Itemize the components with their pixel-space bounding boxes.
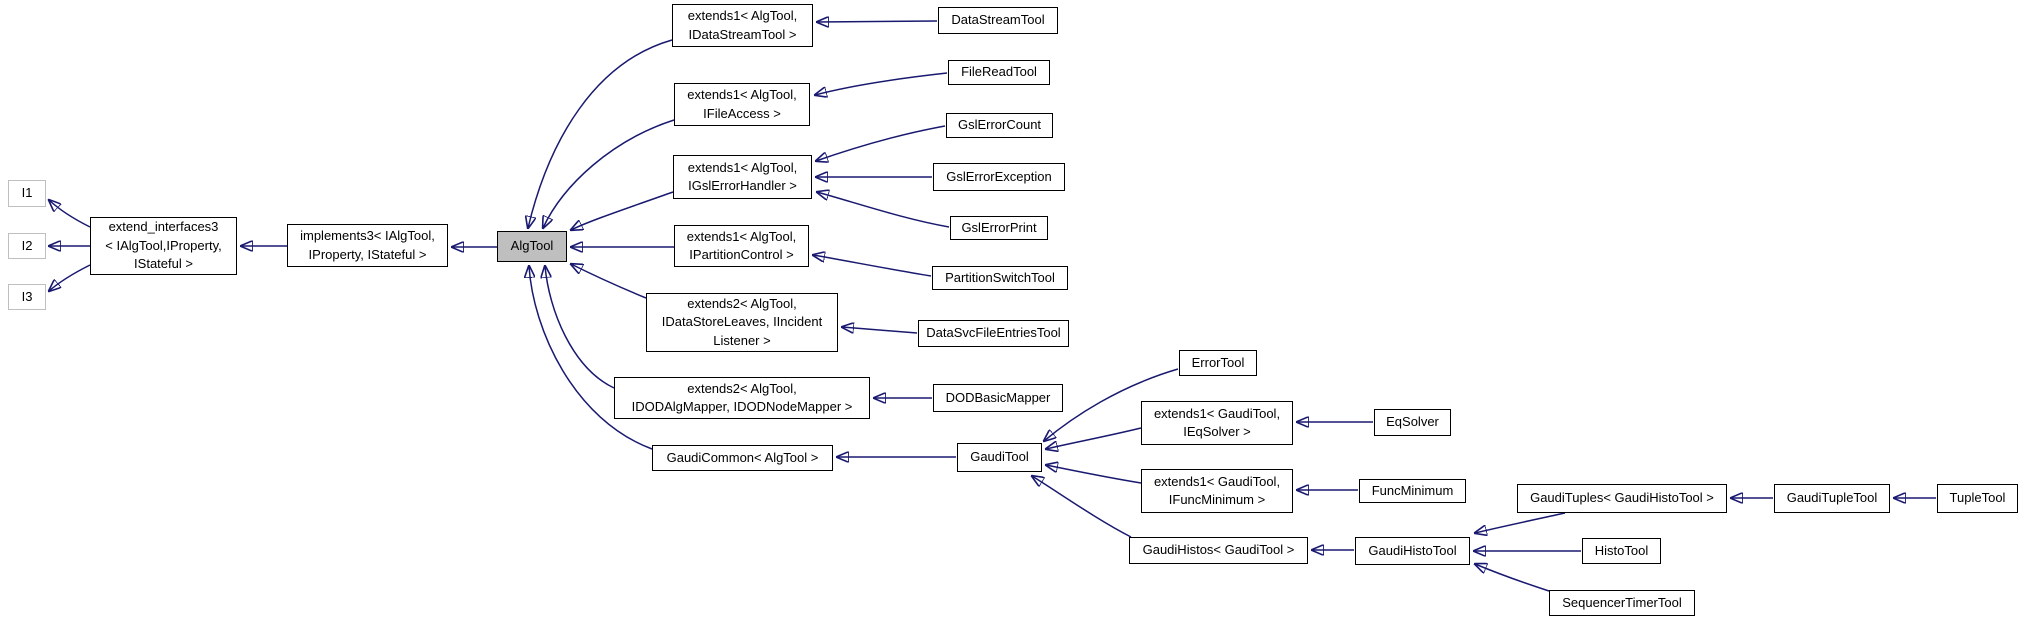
node-filereadtool-label: FileReadTool (961, 64, 1037, 80)
node-tupletool[interactable]: TupleTool (1937, 484, 2018, 513)
node-ext1-ifuncminimum-label: extends1< GaudiTool, IFuncMinimum > (1153, 473, 1281, 508)
node-gaudihistos[interactable]: GaudiHistos< GaudiTool > (1129, 537, 1308, 564)
node-i1-label: I1 (21, 185, 33, 201)
node-gslerrorprint-label: GslErrorPrint (961, 219, 1037, 235)
node-eqsolver[interactable]: EqSolver (1374, 409, 1451, 436)
node-ext1-ipartitioncontrol-label: extends1< AlgTool, IPartitionControl > (686, 228, 797, 263)
edge-ext1-ifuncminimum-to-gauditool (1046, 465, 1142, 484)
node-partitionswitchtool[interactable]: PartitionSwitchTool (932, 266, 1068, 290)
node-ext1-ifuncminimum[interactable]: extends1< GaudiTool, IFuncMinimum > (1141, 469, 1293, 513)
node-ext2-idatastoreleaves-label: extends2< AlgTool, IDataStoreLeaves, IIn… (661, 295, 823, 348)
node-tupletool-label: TupleTool (1949, 490, 2006, 506)
node-ext2-idatastoreleaves[interactable]: extends2< AlgTool, IDataStoreLeaves, IIn… (646, 293, 838, 352)
node-gslerrorcount[interactable]: GslErrorCount (946, 113, 1053, 138)
node-eqsolver-label: EqSolver (1386, 414, 1439, 430)
node-ext1-igslerrorhandler-label: extends1< AlgTool, IGslErrorHandler > (687, 159, 798, 194)
edge-extend-interfaces3-to-i3 (49, 264, 91, 291)
node-ext2-idodalgmapper[interactable]: extends2< AlgTool, IDODAlgMapper, IDODNo… (614, 377, 870, 419)
node-i2: I2 (8, 233, 46, 259)
edge-gaudituples-to-gaudihistotool (1475, 512, 1566, 533)
node-gauditupletool[interactable]: GaudiTupleTool (1774, 484, 1890, 513)
node-gauditool[interactable]: GaudiTool (957, 443, 1042, 472)
node-gaudicommon-label: GaudiCommon< AlgTool > (666, 449, 819, 465)
node-gslerrorprint[interactable]: GslErrorPrint (950, 216, 1048, 240)
node-gaudihistotool-label: GaudiHistoTool (1368, 542, 1457, 558)
edge-sequencertimertool-to-gaudihistotool (1475, 564, 1550, 592)
node-ext1-ieqsolver-label: extends1< GaudiTool, IEqSolver > (1153, 405, 1281, 440)
node-implements3-label: implements3< IAlgTool, IProperty, IState… (300, 228, 435, 262)
node-gaudihistos-label: GaudiHistos< GaudiTool > (1142, 542, 1295, 558)
edge-gaudihistos-to-gauditool (1032, 476, 1132, 538)
edge-datastreamtool-to-ext1-idatastreamtool (817, 21, 938, 22)
edge-ext1-idatastreamtool-to-algtool (528, 39, 673, 228)
node-datastreamtool-label: DataStreamTool (951, 12, 1045, 28)
node-extend-interfaces3[interactable]: extend_interfaces3 < IAlgTool,IProperty,… (90, 217, 237, 275)
node-datasvcfileentriestool[interactable]: DataSvcFileEntriesTool (918, 320, 1069, 347)
edge-ext1-ieqsolver-to-gauditool (1046, 427, 1142, 449)
node-datasvcfileentriestool-label: DataSvcFileEntriesTool (926, 325, 1061, 341)
edge-ext2-idatastoreleaves-to-algtool (571, 264, 647, 299)
node-algtool[interactable]: AlgTool (497, 231, 567, 262)
node-gslerrorexception[interactable]: GslErrorException (933, 163, 1065, 191)
edge-ext1-igslerrorhandler-to-algtool (571, 191, 674, 230)
node-extend-interfaces3-label: extend_interfaces3 < IAlgTool,IProperty,… (105, 219, 222, 272)
node-errortool-label: ErrorTool (1191, 354, 1245, 370)
node-partitionswitchtool-label: PartitionSwitchTool (945, 269, 1055, 285)
node-i1: I1 (8, 180, 46, 207)
node-i3-label: I3 (21, 288, 33, 304)
node-ext1-ieqsolver[interactable]: extends1< GaudiTool, IEqSolver > (1141, 401, 1293, 445)
node-sequencertimertool[interactable]: SequencerTimerTool (1549, 590, 1695, 616)
node-ext1-ifileaccess[interactable]: extends1< AlgTool, IFileAccess > (674, 83, 810, 126)
edge-errortool-to-gauditool (1044, 368, 1179, 441)
node-gslerrorcount-label: GslErrorCount (957, 117, 1042, 133)
edge-gaudicommon-to-algtool (529, 266, 653, 450)
edge-partitionswitchtool-to-ext1-ipartitioncontrol (813, 255, 932, 277)
node-i3: I3 (8, 284, 46, 310)
node-gslerrorexception-label: GslErrorException (946, 168, 1052, 184)
node-ext1-ipartitioncontrol[interactable]: extends1< AlgTool, IPartitionControl > (674, 225, 809, 267)
node-gauditool-label: GaudiTool (970, 449, 1029, 465)
node-dodbasicmapper[interactable]: DODBasicMapper (933, 384, 1063, 412)
node-sequencertimertool-label: SequencerTimerTool (1562, 594, 1682, 610)
node-algtool-label: AlgTool (510, 238, 554, 254)
node-ext1-idatastreamtool-label: extends1< AlgTool, IDataStreamTool > (687, 8, 798, 42)
node-funcminimum[interactable]: FuncMinimum (1359, 479, 1466, 503)
edge-ext2-idodalgmapper-to-algtool (545, 266, 615, 389)
node-ext1-idatastreamtool[interactable]: extends1< AlgTool, IDataStreamTool > (672, 4, 813, 47)
node-ext2-idodalgmapper-label: extends2< AlgTool, IDODAlgMapper, IDODNo… (631, 380, 853, 415)
node-dodbasicmapper-label: DODBasicMapper (945, 389, 1051, 405)
edge-gslerrorcount-to-ext1-igslerrorhandler (816, 125, 946, 161)
node-errortool[interactable]: ErrorTool (1179, 350, 1257, 376)
node-gaudituples[interactable]: GaudiTuples< GaudiHistoTool > (1517, 484, 1727, 513)
node-gaudihistotool[interactable]: GaudiHistoTool (1355, 537, 1470, 565)
edge-filereadtool-to-ext1-ifileaccess (815, 72, 948, 95)
node-gaudicommon[interactable]: GaudiCommon< AlgTool > (652, 445, 833, 471)
edge-datasvcfileentriestool-to-ext2-idatastoreleaves (842, 327, 918, 334)
node-ext1-igslerrorhandler[interactable]: extends1< AlgTool, IGslErrorHandler > (673, 155, 812, 199)
node-datastreamtool[interactable]: DataStreamTool (938, 7, 1058, 34)
node-ext1-ifileaccess-label: extends1< AlgTool, IFileAccess > (687, 87, 797, 121)
node-i2-label: I2 (21, 237, 33, 253)
edge-ext1-ifileaccess-to-algtool (543, 119, 675, 228)
node-funcminimum-label: FuncMinimum (1371, 482, 1454, 498)
edge-extend-interfaces3-to-i1 (49, 200, 91, 228)
node-histotool-label: HistoTool (1594, 542, 1649, 558)
node-histotool[interactable]: HistoTool (1582, 538, 1661, 564)
node-gaudituples-label: GaudiTuples< GaudiHistoTool > (1530, 490, 1714, 506)
node-gauditupletool-label: GaudiTupleTool (1786, 490, 1878, 506)
edge-gslerrorprint-to-ext1-igslerrorhandler (817, 192, 950, 228)
node-implements3[interactable]: implements3< IAlgTool, IProperty, IState… (287, 224, 448, 267)
node-filereadtool[interactable]: FileReadTool (948, 60, 1050, 85)
